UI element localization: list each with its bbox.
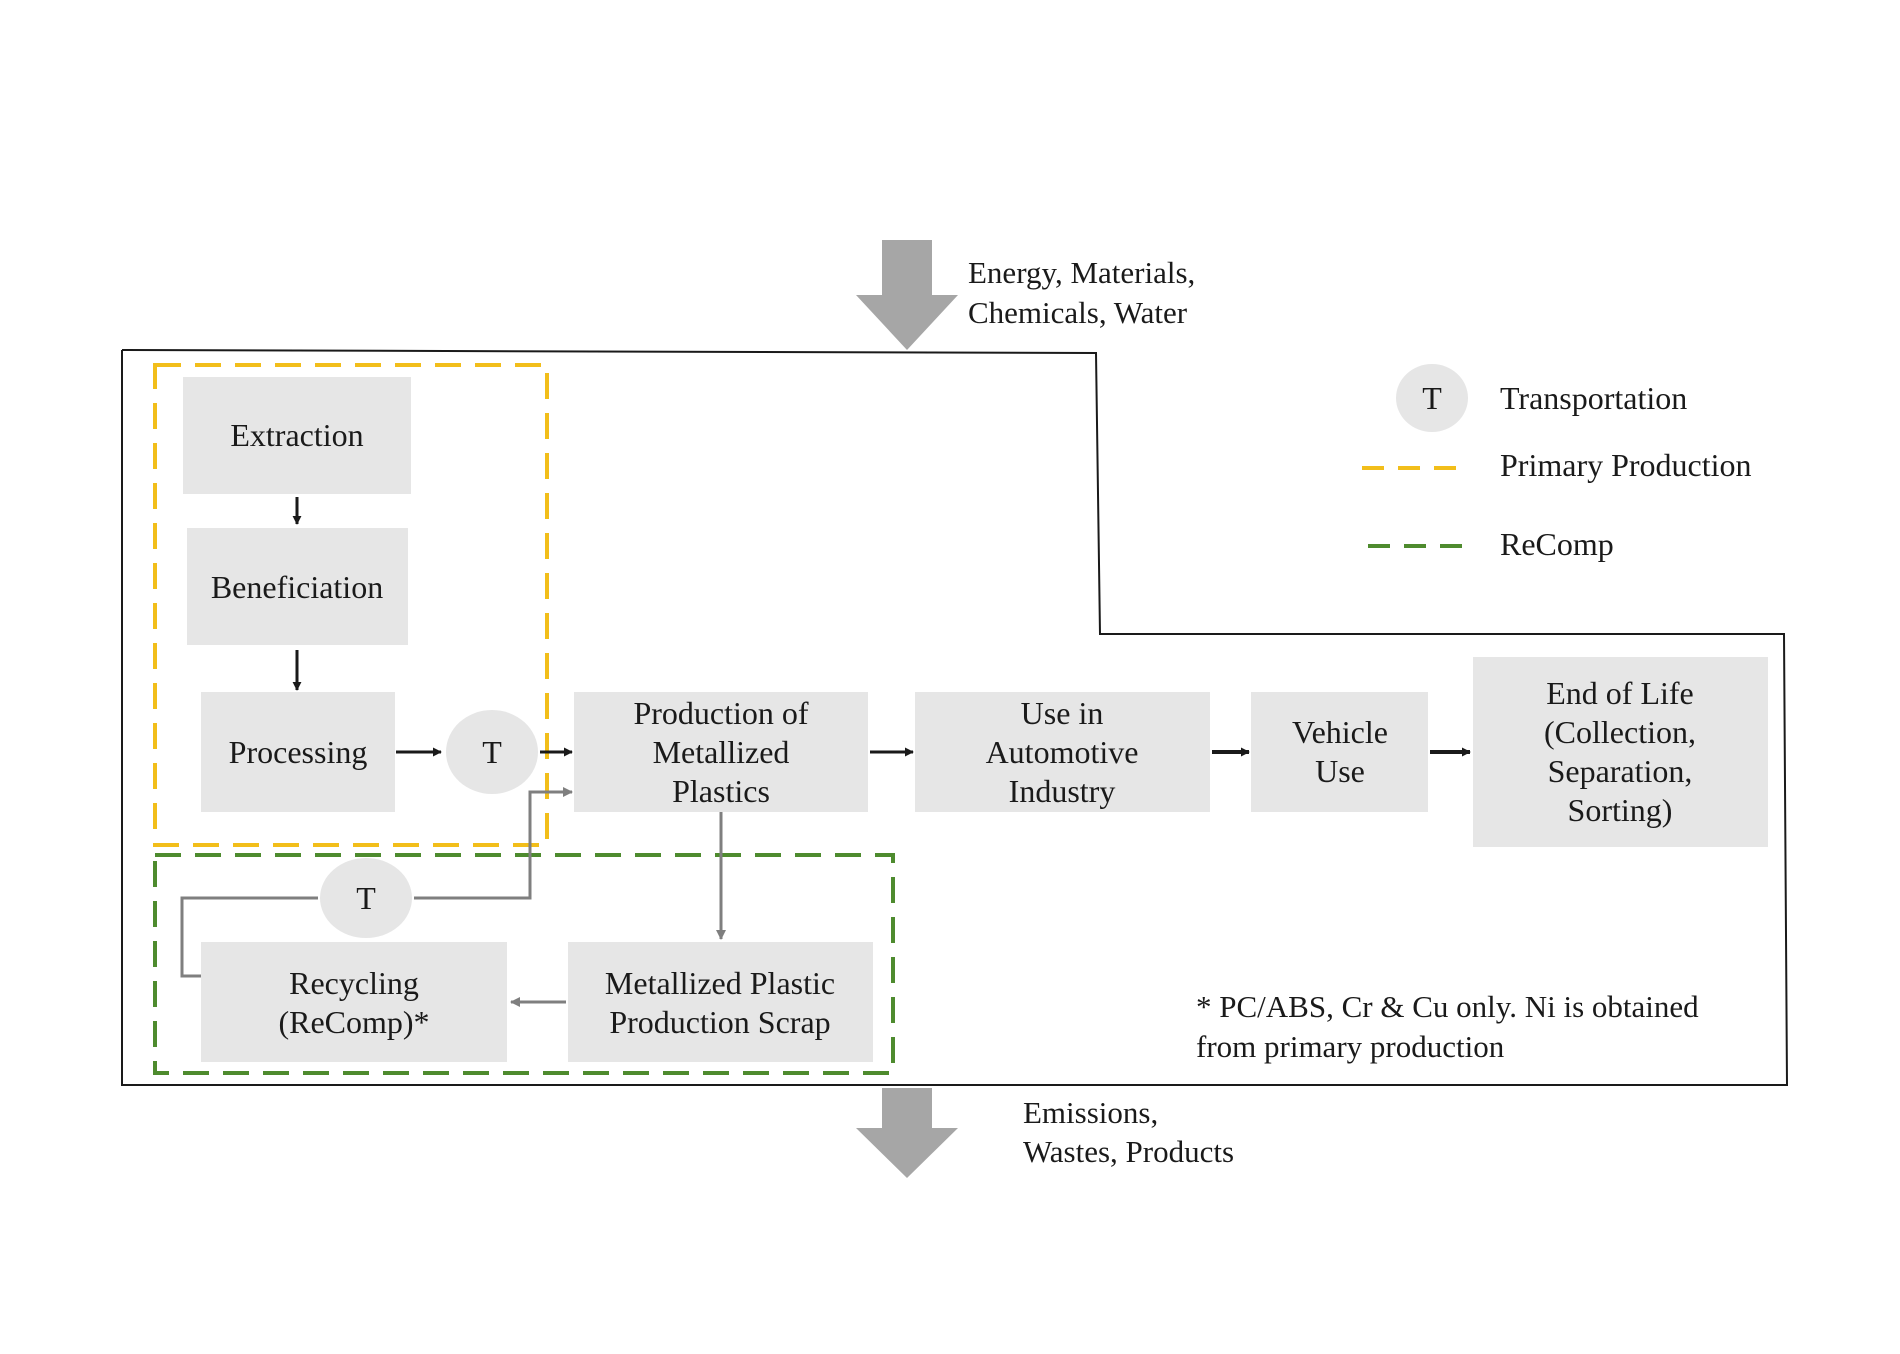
input-arrow-icon — [856, 240, 958, 350]
use-industry-box: Use in Automotive Industry — [915, 692, 1210, 812]
eol-label-line4: Sorting) — [1568, 792, 1673, 828]
footnote-line1: * PC/ABS, Cr & Cu only. Ni is obtained — [1196, 989, 1699, 1024]
scrap-label-line2: Production Scrap — [609, 1004, 830, 1040]
processing-box: Processing — [201, 692, 395, 812]
production-label-line2: Metallized — [653, 734, 790, 770]
vehicle-use-label-line2: Use — [1315, 753, 1365, 789]
outputs-label-line1: Emissions, — [1023, 1095, 1158, 1130]
use-industry-label-line2: Automotive — [986, 734, 1139, 770]
eol-label-line2: (Collection, — [1544, 714, 1696, 750]
eol-label-line3: Separation, — [1548, 753, 1693, 789]
production-label-line3: Plastics — [672, 773, 770, 809]
recycling-box: Recycling (ReComp)* — [201, 942, 507, 1062]
production-box: Production of Metallized Plastics — [574, 692, 868, 812]
legend-transport-symbol — [1396, 364, 1468, 432]
beneficiation-label: Beneficiation — [211, 569, 383, 605]
footnote-line2: from primary production — [1196, 1029, 1505, 1064]
transport-primary-label: T — [482, 734, 502, 770]
inputs-label-line2: Chemicals, Water — [968, 295, 1188, 330]
system-boundary — [121, 349, 1789, 1086]
transport-node-recycle: T — [320, 858, 412, 938]
outputs-label-line2: Wastes, Products — [1023, 1134, 1234, 1169]
scrap-label-line1: Metallized Plastic — [605, 965, 835, 1001]
production-label-line1: Production of — [633, 695, 808, 731]
beneficiation-box: Beneficiation — [187, 528, 408, 645]
recycling-label-line1: Recycling — [289, 965, 419, 1001]
use-industry-label-line1: Use in — [1021, 695, 1104, 731]
use-industry-label-line3: Industry — [1009, 773, 1116, 809]
vehicle-use-box: Vehicle Use — [1251, 692, 1428, 812]
eol-label-line1: End of Life — [1546, 675, 1694, 711]
recomp-boundary — [153, 853, 895, 1075]
recycle-loop-line-left — [180, 896, 318, 978]
legend-primary-label: Primary Production — [1500, 447, 1752, 483]
primary-production-boundary — [153, 363, 549, 847]
recycling-label-line2: (ReComp)* — [278, 1004, 429, 1040]
transport-node-primary: T — [446, 710, 538, 794]
arrow-recycle-to-production — [414, 787, 573, 900]
transport-recycle-label: T — [356, 880, 376, 916]
legend-transport-symbol-label: T — [1422, 380, 1442, 416]
processing-label: Processing — [229, 734, 368, 770]
extraction-label: Extraction — [230, 417, 363, 453]
end-of-life-box: End of Life (Collection, Separation, Sor… — [1473, 657, 1768, 847]
inputs-label-line1: Energy, Materials, — [968, 255, 1195, 290]
legend-recomp-label: ReComp — [1500, 526, 1614, 562]
extraction-box: Extraction — [183, 377, 411, 494]
output-arrow-icon — [856, 1088, 958, 1178]
legend-transport-label: Transportation — [1500, 380, 1687, 416]
legend: T Transportation Primary Production ReCo… — [1362, 364, 1752, 562]
vehicle-use-label-line1: Vehicle — [1292, 714, 1388, 750]
scrap-box: Metallized Plastic Production Scrap — [568, 942, 873, 1062]
